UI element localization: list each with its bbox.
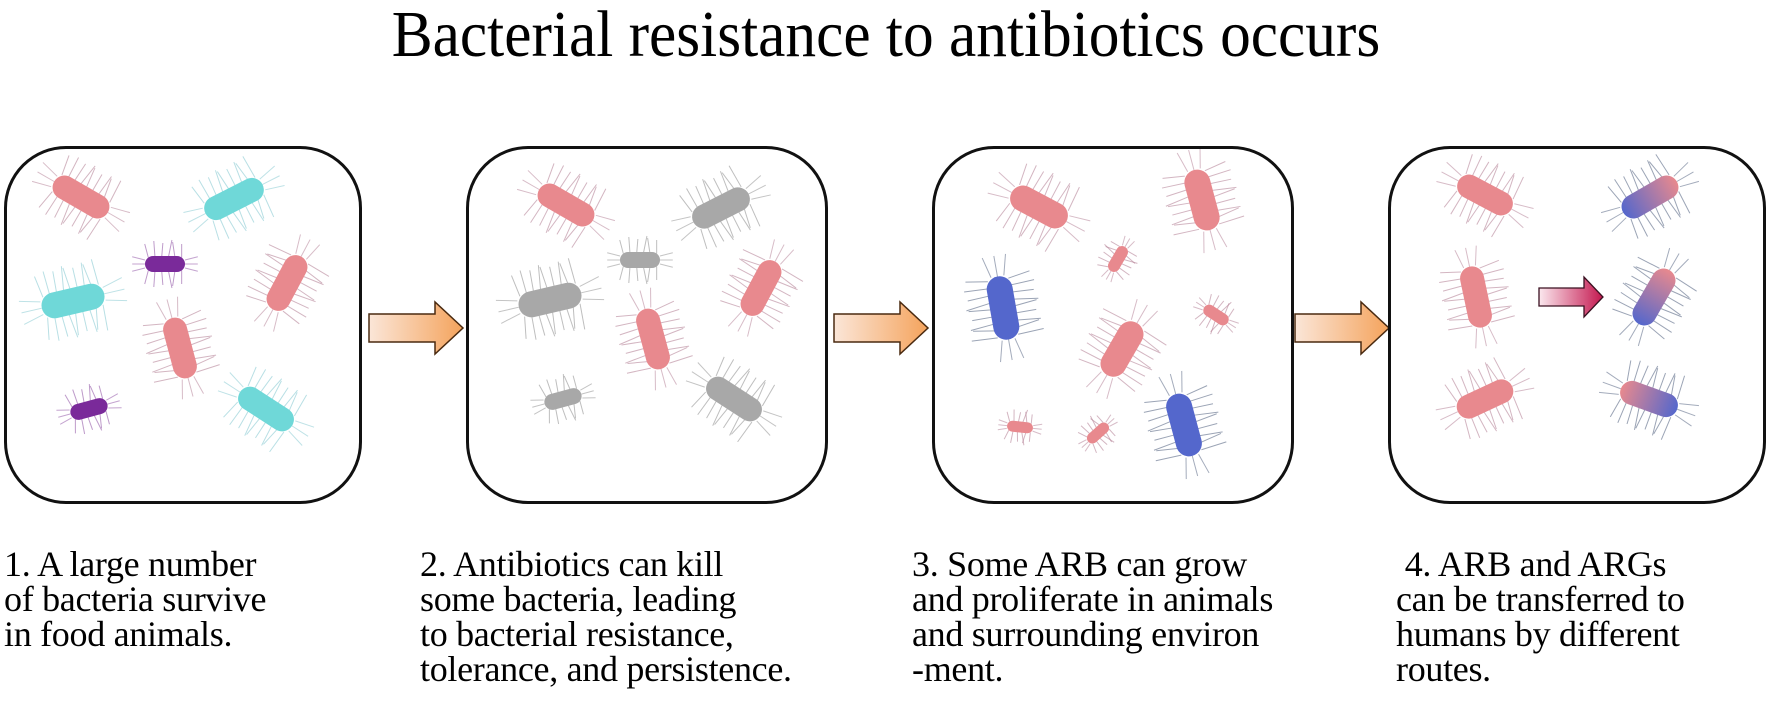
bacteria-illustration-step-2 bbox=[495, 163, 804, 443]
caption-step-3: 3. Some ARB can grow and proliferate in … bbox=[912, 544, 1274, 689]
gene-transfer-arrow-icon bbox=[1538, 275, 1604, 319]
bacterium-icon bbox=[671, 165, 771, 250]
arrow-icon-3-to-4 bbox=[1293, 300, 1393, 361]
bacterium-icon bbox=[18, 259, 128, 341]
panel-step-4 bbox=[1388, 146, 1766, 504]
panel-step-3 bbox=[932, 146, 1294, 504]
bacterium-icon bbox=[1193, 293, 1239, 335]
bacterium-icon bbox=[516, 163, 616, 248]
bacterium-icon bbox=[685, 356, 783, 443]
bacterium-icon bbox=[132, 239, 198, 289]
caption-step-1: 1. A large number of bacteria survive in… bbox=[4, 544, 267, 654]
bacterium-icon bbox=[1612, 247, 1697, 347]
panel-step-2 bbox=[466, 146, 828, 504]
bacterium-icon bbox=[1439, 245, 1515, 349]
caption-step-2: 2. Antibiotics can kill some bacteria, l… bbox=[420, 544, 792, 689]
bacterium-icon bbox=[1436, 154, 1534, 238]
bacterium-icon bbox=[530, 374, 596, 425]
bacterium-icon bbox=[615, 287, 693, 391]
diagram-title: Bacterial resistance to antibiotics occu… bbox=[391, 0, 1381, 71]
bacteria-illustration-step-4 bbox=[1435, 154, 1700, 440]
bacterium-icon bbox=[1077, 414, 1118, 454]
bacteria-illustration-step-3 bbox=[964, 149, 1245, 480]
arrow-icon-2-to-3 bbox=[832, 300, 932, 361]
bacterium-icon bbox=[1143, 370, 1227, 480]
bacterium-icon bbox=[720, 239, 804, 337]
bacterium-icon bbox=[142, 296, 220, 400]
bacterium-icon bbox=[495, 258, 605, 340]
bacterium-icon bbox=[1097, 235, 1138, 283]
bacterium-icon bbox=[217, 366, 315, 453]
bacterium-icon bbox=[1161, 149, 1245, 254]
arrow-icon-1-to-2 bbox=[367, 300, 467, 361]
bacterium-icon bbox=[1078, 298, 1167, 400]
bacterium-icon bbox=[31, 155, 131, 240]
bacterium-icon bbox=[964, 253, 1044, 363]
caption-step-4: 4. ARB and ARGs can be transferred to hu… bbox=[1396, 544, 1685, 689]
bacterium-icon bbox=[987, 163, 1091, 252]
bacterium-icon bbox=[607, 235, 673, 285]
panel-step-1 bbox=[4, 146, 362, 504]
bacterium-icon bbox=[1600, 154, 1700, 239]
bacterium-icon bbox=[997, 409, 1043, 446]
bacterium-icon bbox=[1435, 357, 1535, 440]
bacterium-icon bbox=[183, 156, 285, 241]
bacterium-icon bbox=[56, 384, 122, 435]
bacteria-illustration-step-1 bbox=[18, 155, 330, 453]
bacterium-icon bbox=[1598, 360, 1700, 440]
bacterium-icon bbox=[246, 234, 330, 332]
